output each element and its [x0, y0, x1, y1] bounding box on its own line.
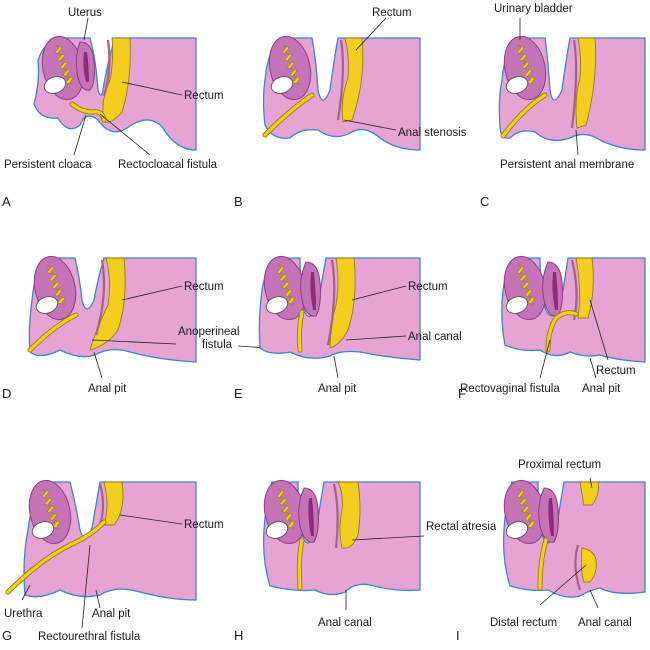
panel-i: Proximal rectum Distal rectum Anal canal…	[456, 459, 646, 643]
label-rectum: Rectum	[184, 281, 224, 293]
label-anal-pit: Anal pit	[92, 608, 131, 620]
panel-d: Rectum Anal pit D	[2, 255, 224, 401]
panel-letter-e: E	[234, 386, 243, 401]
label-rectum: Rectum	[408, 281, 448, 293]
panel-letter-b: B	[234, 194, 243, 209]
label-anoperineal-line2: fistula	[202, 339, 233, 351]
label-proximal-rectum: Proximal rectum	[518, 459, 601, 471]
shared-anoperineal-label: Anoperineal fistula	[91, 326, 331, 353]
label-rectum: Rectum	[184, 90, 224, 102]
panel-a: Uterus Rectum Persistent cloaca Rectoclo…	[2, 7, 224, 209]
panel-f: Rectum Rectovaginal fistula Anal pit F	[458, 255, 646, 401]
panel-letter-c: C	[480, 194, 489, 209]
panel-e: Rectum Anal canal Anal pit E	[234, 255, 462, 401]
label-rectourethral-fistula: Rectourethral fistula	[38, 631, 141, 643]
panel-letter-f: F	[458, 386, 466, 401]
label-rectum: Rectum	[596, 365, 636, 377]
label-anoperineal-fistula: Anoperineal fistula	[178, 326, 243, 351]
label-rectum: Rectum	[184, 519, 224, 531]
label-anal-stenosis: Anal stenosis	[398, 127, 467, 139]
panel-h: Rectal atresia Anal canal H	[234, 479, 497, 643]
panel-letter-a: A	[2, 194, 11, 209]
label-urinary-bladder: Urinary bladder	[494, 3, 573, 15]
label-anal-canal: Anal canal	[578, 617, 632, 629]
label-rectocloacal-fistula: Rectocloacal fistula	[118, 159, 218, 171]
panel-letter-d: D	[2, 386, 11, 401]
panel-letter-h: H	[234, 628, 243, 643]
label-anal-pit: Anal pit	[318, 383, 357, 395]
label-rectum: Rectum	[372, 7, 412, 19]
label-uterus: Uterus	[68, 7, 102, 19]
label-urethra: Urethra	[4, 608, 43, 620]
label-distal-rectum: Distal rectum	[490, 617, 557, 629]
label-rectal-atresia: Rectal atresia	[426, 521, 497, 533]
label-persistent-cloaca: Persistent cloaca	[4, 159, 92, 171]
label-anal-pit: Anal pit	[88, 383, 127, 395]
panel-letter-g: G	[2, 628, 12, 643]
panel-b: Rectum Anal stenosis B	[234, 7, 467, 209]
label-anoperineal-line1: Anoperineal	[178, 326, 239, 338]
label-anal-pit: Anal pit	[582, 383, 621, 395]
label-rectovaginal-fistula: Rectovaginal fistula	[460, 383, 560, 395]
panel-letter-i: I	[456, 628, 460, 643]
label-anal-canal: Anal canal	[408, 331, 462, 343]
label-persistent-anal-membrane: Persistent anal membrane	[500, 159, 634, 171]
label-anal-canal: Anal canal	[318, 617, 372, 629]
panel-g: Rectum Urethra Anal pit Rectourethral fi…	[2, 479, 224, 643]
panel-c: Urinary bladder Persistent anal membrane…	[480, 3, 646, 209]
